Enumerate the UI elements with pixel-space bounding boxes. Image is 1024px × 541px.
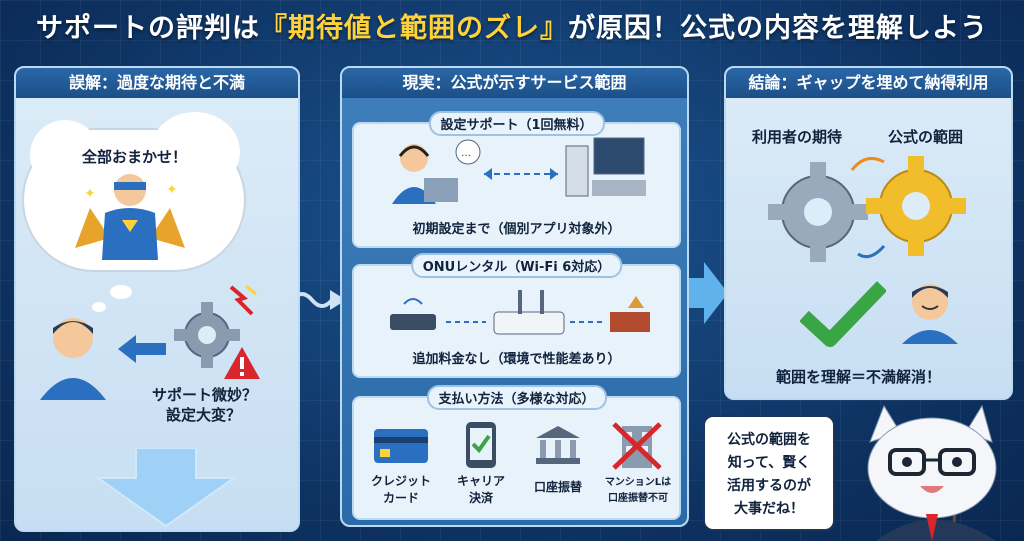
happy-user-icon xyxy=(902,284,958,344)
misconception-heading: 誤解：過度な期待と不満 xyxy=(16,68,298,98)
arrow-left-icon xyxy=(118,335,166,363)
warning-icon xyxy=(224,347,260,379)
meshing-gears-icon xyxy=(768,156,966,262)
complaint-line-2: 設定大変？ xyxy=(166,406,242,424)
title-highlight: 『期待値と範囲のズレ』 xyxy=(260,13,568,44)
page-title: サポートの評判は『期待値と範囲のズレ』が原因！公式の内容を理解しよう xyxy=(0,6,1024,45)
onu-rental-card: ONUレンタル（Wi-Fi 6対応） 追加料金なし（環境で性能差あり） xyxy=(352,253,681,378)
payment-label-2b: 決済 xyxy=(468,491,493,505)
cloud-puff xyxy=(30,120,100,190)
phone-check-icon xyxy=(466,422,496,468)
spark-icon xyxy=(229,284,257,316)
computer-icon xyxy=(565,137,646,197)
speech-line-3: 活用するのが xyxy=(727,478,811,494)
apartment-cross-icon xyxy=(612,422,662,470)
speech-line-1: 公式の範囲を xyxy=(727,432,811,448)
cloud-trail xyxy=(92,302,106,312)
setup-support-tag: 設定サポート（1回無料） xyxy=(428,111,605,136)
gear-icon xyxy=(174,302,240,368)
speech-line-4: 大事だね！ xyxy=(734,501,804,517)
down-arrow-icon xyxy=(96,448,236,528)
payment-label-4a: マンションLは xyxy=(604,477,672,488)
checkmark-icon xyxy=(800,281,886,347)
svg-text:…: … xyxy=(461,148,471,159)
conclusion-panel: 結論：ギャップを埋めて納得利用 xyxy=(724,66,1013,400)
setup-support-caption: 初期設定まで（個別アプリ対象外） xyxy=(412,222,621,237)
exchange-arrow-icon xyxy=(484,168,558,180)
right-arrow-icon xyxy=(686,262,728,324)
payment-label-3: 口座振替 xyxy=(533,480,582,494)
cloud-puff xyxy=(150,112,240,192)
payment-label-1b: カード xyxy=(382,491,419,505)
reality-heading: 現実：公式が示すサービス範囲 xyxy=(342,68,687,98)
onu-rental-tag: ONUレンタル（Wi-Fi 6対応） xyxy=(410,253,623,278)
title-part2: が原因！公式の内容を理解しよう xyxy=(568,13,988,44)
superhero-icon: ✦ ✦ xyxy=(75,174,185,260)
result-text: 範囲を理解＝不満解消！ xyxy=(776,368,942,386)
svg-text:✦: ✦ xyxy=(166,182,178,198)
user-expectation-label: 利用者の期待 xyxy=(752,128,843,146)
payment-label-2a: キャリア xyxy=(456,474,505,488)
official-scope-label: 公式の範囲 xyxy=(888,128,964,146)
title-part1: サポートの評判は xyxy=(36,13,260,44)
payment-tag: 支払い方法（多様な対応） xyxy=(426,385,607,410)
onu-router-icon xyxy=(390,290,650,335)
cloud-trail xyxy=(110,285,132,299)
bank-icon xyxy=(536,426,580,464)
user-avatar-icon xyxy=(40,318,106,400)
payment-label-4b: 口座振替不可 xyxy=(608,493,668,504)
wave-arrow-icon xyxy=(290,290,346,310)
conclusion-heading: 結論：ギャップを埋めて納得利用 xyxy=(726,68,1011,98)
complaint-line-1: サポート微妙？ xyxy=(152,386,258,404)
credit-card-icon xyxy=(374,429,428,463)
payment-label-1a: クレジット xyxy=(370,474,431,488)
support-agent-icon: … xyxy=(392,139,481,204)
cat-mascot-icon xyxy=(867,404,997,541)
speech-bubble: 公式の範囲を 知って、賢く 活用するのが 大事だね！ xyxy=(703,415,835,531)
cloud-text: 全部おまかせ！ xyxy=(82,148,188,166)
svg-text:✦: ✦ xyxy=(84,186,96,202)
speech-line-2: 知って、賢く xyxy=(727,455,811,471)
onu-rental-caption: 追加料金なし（環境で性能差あり） xyxy=(412,352,621,367)
setup-support-card: 設定サポート（1回無料） … 初期設定まで（個別アプリ対象外） xyxy=(352,111,681,248)
